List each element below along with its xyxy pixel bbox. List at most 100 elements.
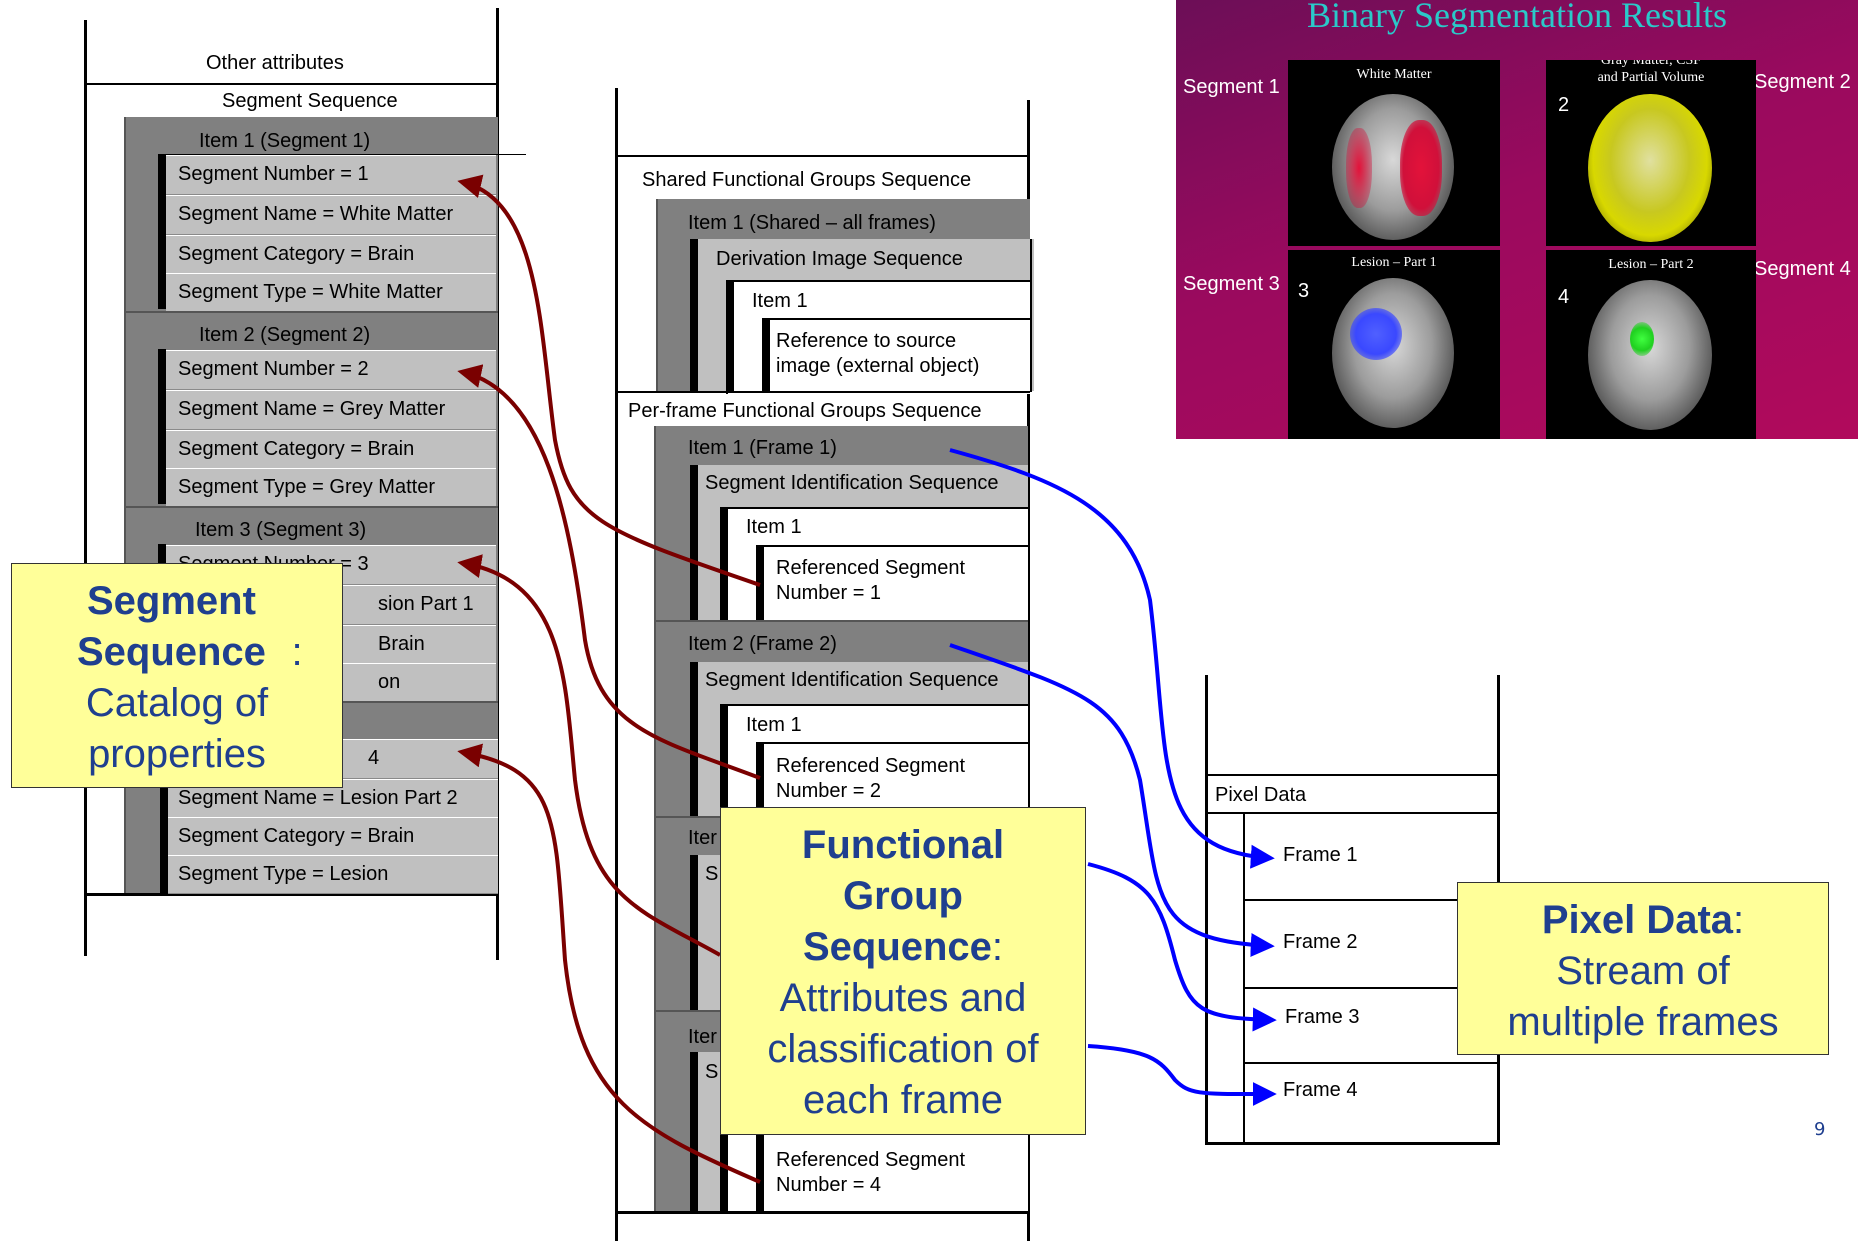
divider [617,155,1027,157]
item-bar [690,855,698,1010]
reference-arrow-3 [457,554,721,957]
frame-item-block [720,507,1028,622]
segment-id-label: S [705,863,719,885]
referenced-segment-text: Referenced Segment [776,755,966,777]
item-label: Item 1 [746,516,802,538]
item-header: Item 3 (Segment 3) [195,519,367,541]
item-bar [690,1052,698,1212]
callout-text: each frame [802,1078,1004,1122]
frame-item-block [720,704,1028,819]
segment-overlay [1350,308,1402,360]
segment-id-label: Segment Identification Sequence [705,669,999,691]
lesion-part-1-scan: Lesion – Part 1 [1288,250,1500,439]
reference-text: Reference to source [776,330,957,352]
item-bar [158,349,166,504]
divider [654,620,1028,622]
segment-row: Segment Category = Brain [166,430,496,469]
divider [617,391,1030,393]
stack-right-border [1027,100,1030,1241]
frame-arrow-4 [1087,1044,1277,1107]
segmentation-results-panel: Binary Segmentation Results Segment 1 Se… [1176,0,1858,439]
divider [756,545,1028,547]
item-header: Item 2 (Segment 2) [199,324,371,346]
frame-label: Frame 1 [1283,844,1358,866]
other-attributes-label: Other attributes [206,52,344,74]
divider [756,742,1028,744]
stack-left-border [1205,675,1208,1145]
divider [617,1211,1030,1214]
pixel-data-label: Pixel Data [1215,784,1307,806]
segment-label: Segment 2 [1754,71,1851,93]
item-bar [158,154,166,309]
callout-title: Segment Sequence [76,579,266,674]
item-bar [160,738,168,893]
scan-number: 3 [1298,280,1310,302]
item-header: Item 1 (Shared – all frames) [688,212,936,234]
scan-caption: Gray Matter, CSF [1600,60,1702,68]
brain-image [1588,94,1712,242]
callout-text: Attributes and [779,976,1027,1020]
functional-group-callout: Functional Group Sequence: Attributes an… [720,807,1086,1135]
divider [160,154,526,155]
item-bar [720,704,728,817]
derivation-label: Derivation Image Sequence [716,248,963,270]
reference-arrow-4 [457,743,761,1184]
divider [762,318,1030,320]
segment-label: Segment 1 [1183,76,1280,98]
white-matter-scan: White Matter [1288,60,1500,246]
item-header: Iter [688,827,717,849]
scan-caption: White Matter [1356,67,1432,82]
scan-caption: Lesion – Part 1 [1351,255,1437,270]
divider [86,83,496,85]
reference-arrow-1 [457,174,761,587]
stack-left-border [615,88,618,1241]
divider [1207,812,1497,814]
segment-sequence-callout: Segment Sequence: Catalog of properties [11,563,343,788]
scan-caption: and Partial Volume [1597,70,1705,85]
panel-title: Binary Segmentation Results [1307,0,1727,35]
scan-number: 2 [1558,94,1570,116]
segment-label: Segment 4 [1754,258,1851,280]
item-bar [726,280,734,392]
divider [654,426,656,1212]
divider [1245,1062,1497,1064]
divider [86,893,498,896]
segment-row: Segment Type = White Matter [166,273,496,312]
divider [656,199,658,391]
stack-left-border [84,20,87,956]
callout-title: Pixel Data [1541,898,1734,942]
frame-label: Frame 3 [1285,1006,1360,1028]
divider [1207,1142,1499,1145]
segment-row: Segment Category = Brain [168,817,498,856]
segment-overlay [1400,120,1442,216]
page-number: 9 [1814,1119,1826,1140]
pixel-data-callout: Pixel Data: Stream of multiple frames [1457,882,1829,1055]
frame-arrow-2 [949,643,1275,958]
divider [1245,899,1497,901]
segment-label: Segment 3 [1183,273,1280,295]
divider [124,506,498,508]
segment-id-label: S [705,1061,719,1083]
deriv-item-block [726,280,1032,394]
item-header: Iter [688,1026,717,1048]
callout-title: Functional [801,823,1005,867]
frame-label: Frame 2 [1283,931,1358,953]
callout-text: multiple frames [1507,1000,1779,1044]
callout-title: Sequence [802,925,992,969]
item-header: Item 1 (Segment 1) [199,130,371,152]
segment-row: Segment Type = Grey Matter [166,468,496,507]
callout-text: Stream of [1556,949,1730,993]
item-bar [690,465,698,620]
frame-label: Frame 4 [1283,1079,1358,1101]
reference-arrow-2 [457,364,761,780]
callout-text: properties [88,732,266,776]
divider [1207,774,1497,776]
item-bar [690,239,698,391]
divider [1030,239,1032,392]
item-label: Item 1 [752,290,808,312]
referenced-segment-text: Number = 4 [776,1174,882,1196]
shared-groups-label: Shared Functional Groups Sequence [642,169,972,191]
item-bar [756,742,764,817]
divider [1243,812,1245,1142]
